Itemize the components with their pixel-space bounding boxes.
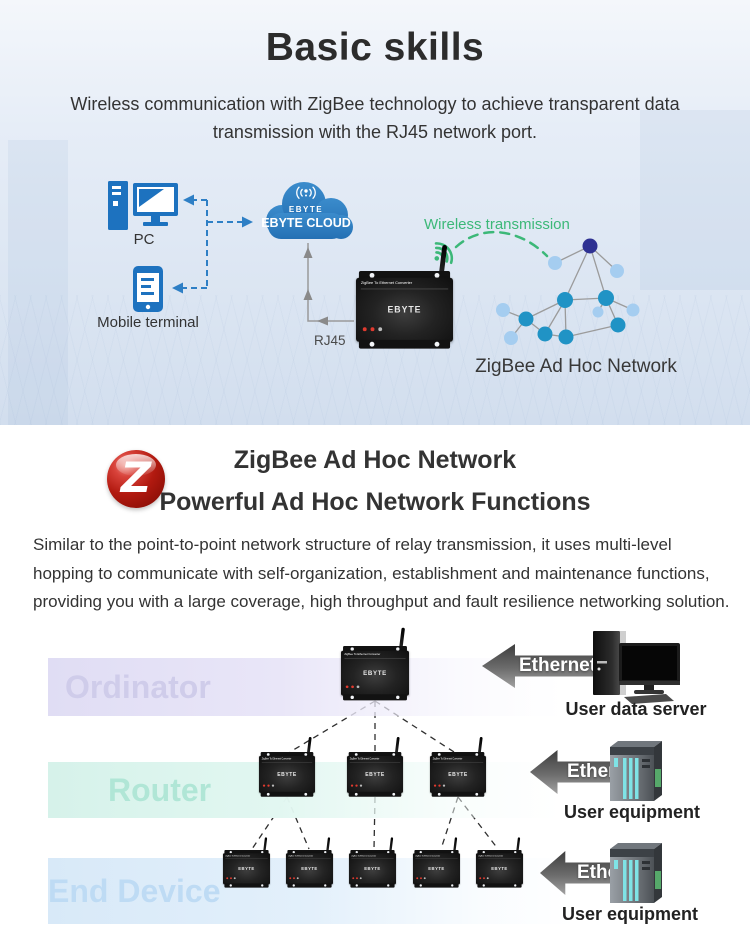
zigbee-device: ZigBee To Ethernet Converter EBYTE <box>223 837 270 888</box>
mobile-terminal-label: Mobile terminal <box>97 314 199 331</box>
user-equipment-plc-icon <box>610 843 666 908</box>
ordinator-label: Ordinator <box>65 669 211 705</box>
pc-label: PC <box>133 231 155 248</box>
led-indicators <box>362 319 386 336</box>
user-equipment-plc-icon <box>610 741 666 806</box>
logo-letter: Z <box>120 453 152 502</box>
ebyte-cloud: EBYTE EBYTE CLOUD <box>256 179 356 243</box>
hero-section: Basic skills Wireless communication with… <box>0 0 750 425</box>
rj45-label: RJ45 <box>314 333 346 348</box>
user-data-server-label: User data server <box>565 699 707 719</box>
bg-decoration <box>8 140 68 425</box>
antenna-signal-icon <box>296 186 316 199</box>
router-label: Router <box>108 772 212 808</box>
zigbee-device: ZigBee To Ethernet Converter EBYTE <box>341 627 409 701</box>
user-equipment-label: User equipment <box>563 802 701 822</box>
zigbee-device: ZigBee To Ethernet Converter EBYTE <box>286 837 333 888</box>
cloud-brand-text: EBYTE <box>288 205 324 214</box>
zigbee-device: ZigBee To Ethernet Converter EBYTE <box>349 837 396 888</box>
cloud-label: EBYTE CLOUD <box>261 216 351 230</box>
hierarchy-lines <box>251 700 499 850</box>
end-device-band: End Device <box>48 858 575 924</box>
device-title: ZigBee To Ethernet Converter <box>360 280 413 286</box>
ethernet-label: Ethernet <box>519 655 597 676</box>
mobile-terminal-icon <box>133 266 163 317</box>
coordinator-node <box>582 238 598 254</box>
section-heading-line2: Powerful Ad Hoc Network Functions <box>159 488 591 516</box>
wireless-transmission-label: Wireless transmission <box>424 216 570 233</box>
ordinator-band: Ordinator <box>48 658 563 716</box>
user-data-server-icon <box>588 631 688 710</box>
adhoc-network-label: ZigBee Ad Hoc Network <box>475 356 677 377</box>
device-brand: EBYTE <box>387 304 422 315</box>
user-equipment-label: User equipment <box>561 904 699 924</box>
zigbee-device: ZigBee To Ethernet Converter EBYTE <box>356 244 453 349</box>
zigbee-device: ZigBee To Ethernet Converter EBYTE <box>430 736 486 797</box>
section-heading-line1: ZigBee Ad Hoc Network <box>233 446 517 474</box>
zigbee-device: ZigBee To Ethernet Converter EBYTE <box>347 736 403 797</box>
zigbee-z-logo-icon: Z <box>107 450 165 508</box>
hero-subtitle: Wireless communication with ZigBee techn… <box>70 94 680 142</box>
mounting-ear <box>358 271 451 280</box>
page-title: Basic skills <box>265 26 485 69</box>
mounting-ear <box>358 339 451 349</box>
features-section: Z ZigBee Ad Hoc Network Powerful Ad Hoc … <box>0 425 750 948</box>
end-device-label: End Device <box>48 873 221 909</box>
zigbee-device: ZigBee To Ethernet Converter EBYTE <box>259 736 315 797</box>
pc-icon <box>106 178 182 237</box>
device-body: ZigBee To Ethernet Converter EBYTE <box>356 277 453 342</box>
section-paragraph: Similar to the point-to-point network st… <box>33 535 730 611</box>
zigbee-device: ZigBee To Ethernet Converter EBYTE <box>413 837 460 888</box>
bg-decoration <box>640 110 750 290</box>
hero-diagram-lines <box>172 194 640 345</box>
zigbee-device: ZigBee To Ethernet Converter EBYTE <box>476 837 523 888</box>
